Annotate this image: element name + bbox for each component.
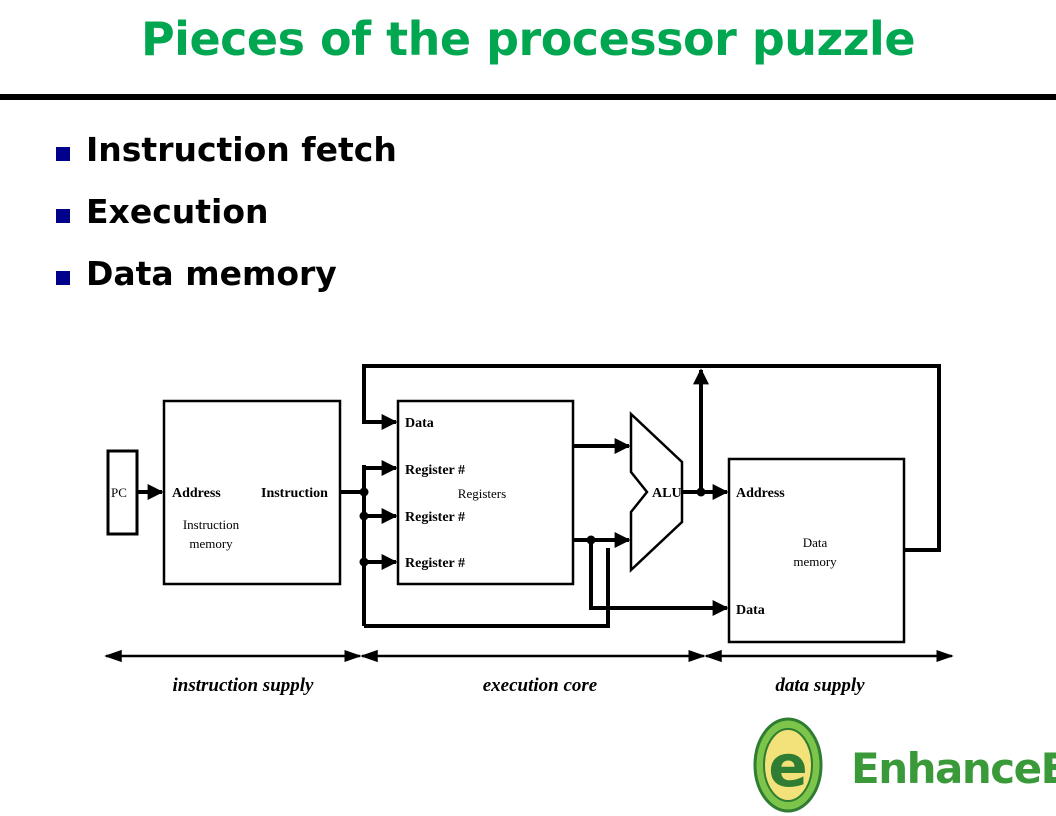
bullet-item: Instruction fetch — [56, 128, 397, 190]
title-divider — [0, 94, 1056, 100]
registers-box — [396, 399, 575, 586]
bullet-square-icon — [56, 147, 70, 161]
enhanceedu-logo: e EnhanceEdu — [753, 717, 1056, 813]
regs-name-label: Registers — [458, 486, 506, 501]
junction-dots — [359, 487, 706, 567]
slide-title: Pieces of the processor puzzle — [140, 12, 916, 66]
span-label-data-supply: data supply — [775, 675, 865, 696]
imem-name-line2: memory — [189, 536, 233, 551]
dmem-name-line2: memory — [793, 554, 837, 569]
logo-emblem-letter: e — [768, 732, 807, 800]
regs-data-label: Data — [405, 416, 434, 431]
bullet-square-icon — [56, 209, 70, 223]
regs-register2-label: Register # — [405, 510, 465, 525]
bullet-text: Instruction fetch — [86, 130, 397, 169]
datapath-wires — [137, 364, 941, 628]
regs-register3-label: Register # — [405, 556, 465, 571]
logo-text: EnhanceEdu — [851, 744, 1056, 793]
imem-instruction-label: Instruction — [261, 486, 328, 501]
bullet-text: Execution — [86, 192, 269, 231]
span-label-execution-core: execution core — [483, 675, 598, 696]
alu-shape — [629, 411, 684, 573]
imem-address-label: Address — [172, 486, 221, 501]
bullet-list: Instruction fetch Execution Data memory — [56, 128, 397, 314]
dmem-name-line1: Data — [803, 535, 828, 550]
bullet-square-icon — [56, 271, 70, 285]
imem-name-line1: Instruction — [183, 517, 240, 532]
dmem-address-label: Address — [736, 486, 785, 501]
bullet-item: Execution — [56, 190, 397, 252]
bullet-text: Data memory — [86, 254, 337, 293]
pc-label: PC — [111, 485, 127, 500]
span-label-instruction-supply: instruction supply — [173, 675, 315, 696]
dmem-data-label: Data — [736, 603, 765, 618]
bullet-item: Data memory — [56, 252, 397, 314]
regs-register1-label: Register # — [405, 463, 465, 478]
alu-label: ALU — [652, 486, 682, 501]
